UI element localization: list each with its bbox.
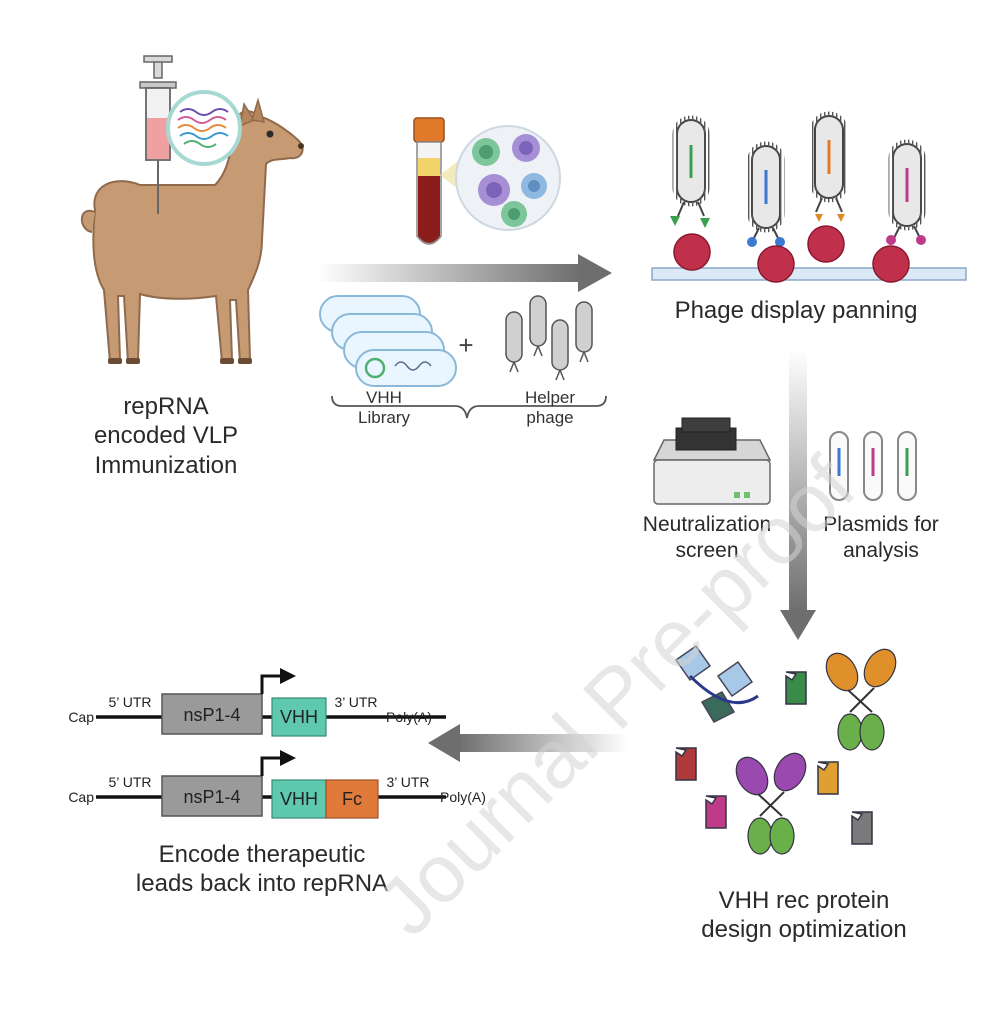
panning-line: Phage display panning xyxy=(674,297,918,324)
construct-vhh-fc: Cap 5’ UTR nsP1-4 VHH Fc 3’ UTR Poly(A) xyxy=(68,750,486,819)
helper-phage-label: Helper phage xyxy=(498,388,602,427)
panning-label: Phage display panning xyxy=(646,296,946,325)
nsp-label: nsP1-4 xyxy=(183,787,240,807)
vhh-library-label: VHH Library xyxy=(334,388,434,427)
cap-label: Cap xyxy=(68,709,94,725)
immunization-label: repRNA encoded VLP Immunization xyxy=(66,392,266,480)
blood-cells-zoom-icon xyxy=(440,125,561,231)
optimization-line-2: design optimization xyxy=(701,916,907,944)
utr3-label: 3’ UTR xyxy=(334,694,377,710)
plasmids-label: Plasmids for analysis xyxy=(806,512,956,563)
display-phage-icon xyxy=(670,111,926,247)
nsp-label: nsP1-4 xyxy=(183,705,240,725)
plasmid-icon xyxy=(829,431,917,501)
immunization-line-3: Immunization xyxy=(94,451,238,479)
construct-vhh: Cap 5’ UTR nsP1-4 VHH 3’ UTR Poly(A) xyxy=(68,668,446,737)
syringe-icon xyxy=(139,55,177,214)
neutralization-label: Neutralization screen xyxy=(626,512,788,563)
fc-label: Fc xyxy=(342,789,362,809)
virus-particle-icon xyxy=(673,225,910,283)
vhh-block xyxy=(271,697,327,737)
immunization-line-1: repRNA xyxy=(123,393,209,420)
helper-phage-line-2: phage xyxy=(526,407,574,427)
helper-phage-line-1: Helper xyxy=(524,388,576,407)
arrow-to-encode xyxy=(428,724,628,762)
immunization-line-2: encoded VLP xyxy=(93,422,239,450)
fc-block xyxy=(325,779,379,819)
plus-sign: + xyxy=(458,330,473,360)
vhh-protein-icons xyxy=(674,644,897,855)
vhh-label: VHH xyxy=(280,707,318,727)
utr3-label: 3’ UTR xyxy=(386,774,429,790)
optimization-label: VHH rec protein design optimization xyxy=(674,886,934,945)
arrow-to-optimization xyxy=(780,350,816,640)
utr5-label: 5’ UTR xyxy=(108,774,151,790)
encode-line-2: leads back into repRNA xyxy=(135,870,389,898)
encode-line-1: Encode therapeutic xyxy=(158,841,366,868)
blood-tube-icon xyxy=(413,117,445,245)
nsp-block xyxy=(161,693,263,735)
neutralization-line-2: screen xyxy=(675,538,739,562)
utr5-label: 5’ UTR xyxy=(108,694,151,710)
rna-zoom-icon xyxy=(166,90,242,166)
plasmids-line-2: analysis xyxy=(843,538,919,562)
helper-phage-icon xyxy=(505,295,593,381)
plate-reader-icon xyxy=(652,417,772,505)
alpaca-icon xyxy=(80,97,304,364)
encode-label: Encode therapeutic leads back into repRN… xyxy=(122,840,402,899)
nsp-block xyxy=(161,775,263,817)
arrow-to-panning xyxy=(318,254,612,292)
cap-label: Cap xyxy=(68,789,94,805)
panning-plate-icon xyxy=(651,267,967,281)
plasmids-line-1: Plasmids for xyxy=(823,513,939,536)
vhh-library-line-1: VHH xyxy=(366,388,402,407)
neutralization-line-1: Neutralization xyxy=(642,513,772,536)
library-phage-brace xyxy=(331,395,607,419)
polya-label: Poly(A) xyxy=(440,789,486,805)
vhh-library-line-2: Library xyxy=(358,407,410,427)
vhh-library-icon xyxy=(319,295,457,387)
polya-label: Poly(A) xyxy=(386,709,432,725)
optimization-line-1: VHH rec protein xyxy=(718,887,890,914)
vhh-label: VHH xyxy=(280,789,318,809)
